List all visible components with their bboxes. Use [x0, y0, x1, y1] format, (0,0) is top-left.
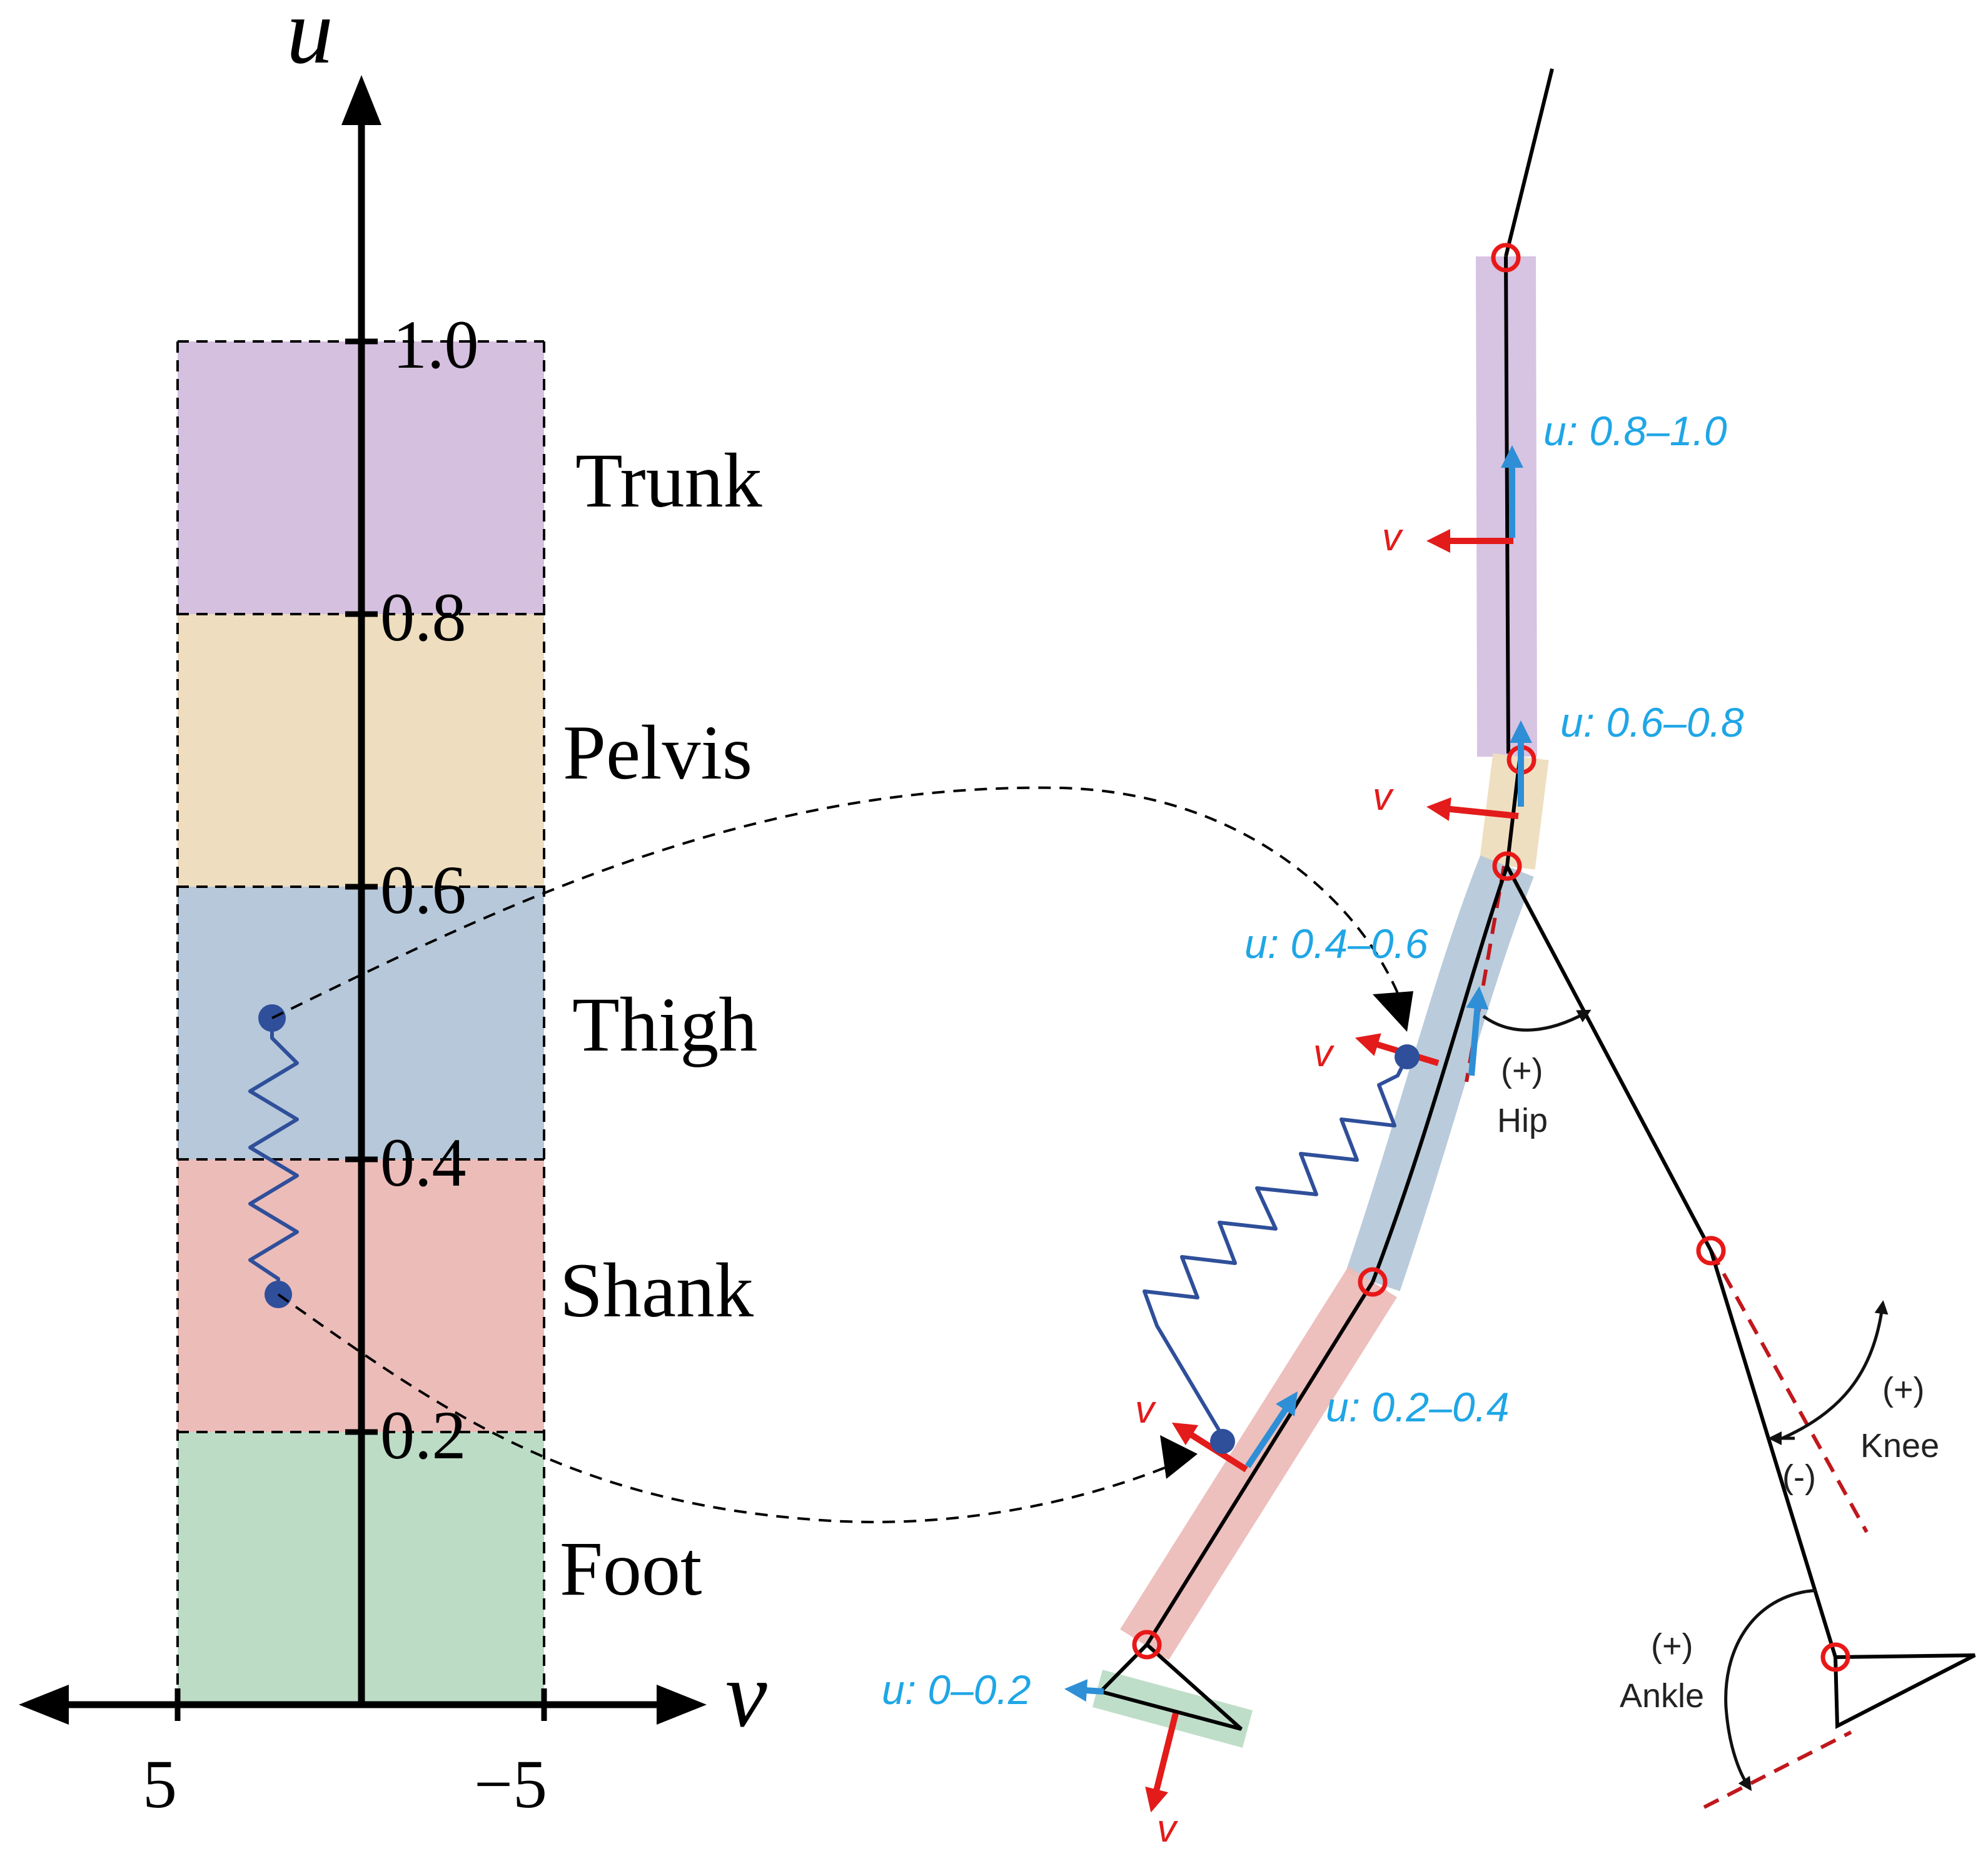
v-tick-left: 5 [143, 1746, 177, 1822]
segment-name-trunk: Trunk [575, 438, 762, 523]
thigh-line-lead [1371, 865, 1509, 1283]
label-shank-u: u: 0.2–0.4 [1326, 1384, 1510, 1430]
knee-angle-arc [1781, 1300, 1889, 1440]
u-tick-0.6: 0.6 [380, 852, 467, 928]
u-tick-0.2: 0.2 [380, 1397, 467, 1473]
v-axis-left-arrowhead [19, 1685, 69, 1725]
u-arrow-foot [1064, 1679, 1104, 1702]
ankle-name: Ankle [1620, 1677, 1704, 1715]
v-arrows [1145, 529, 1519, 1813]
label-v-foot: v [1157, 1807, 1178, 1850]
knee-sign-pos: (+) [1882, 1371, 1925, 1408]
joint-marker-knee-trail [1696, 1236, 1726, 1266]
segment-name-thigh: Thigh [572, 982, 757, 1067]
mapping-arrowhead-thigh [1373, 991, 1413, 1032]
joint-marker-knee-lead [1358, 1267, 1388, 1297]
thigh-line-trail [1505, 865, 1713, 1252]
trunk-line [1504, 256, 1510, 754]
v-axis-label: v [725, 1643, 767, 1747]
v-axis-right-arrowhead [657, 1685, 707, 1725]
u-arrows [1064, 445, 1532, 1702]
body-model: u: 0.8–1.0 u: 0.6–0.8 u: 0.4–0.6 u: 0.2–… [882, 68, 1976, 1850]
foot-trail [1833, 1653, 1976, 1729]
parameter-panel: u v 1.0 0.8 0.6 0.4 0.2 5 −5 Trunk Pelvi… [19, 0, 767, 1822]
reference-lines [1465, 865, 1869, 1809]
u-tick-0.4: 0.4 [380, 1124, 467, 1201]
knee-reference-line [1709, 1249, 1869, 1533]
segment-name-pelvis: Pelvis [563, 710, 752, 795]
v-arrow-pelvis [1426, 797, 1519, 821]
mapping-curves [271, 786, 1402, 1523]
angle-arcs [1482, 1009, 1889, 1792]
label-v-trunk: v [1382, 516, 1403, 559]
highlight-thigh [1345, 855, 1534, 1291]
hip-reference-line [1465, 865, 1506, 1082]
ankle-arc-start [1805, 1588, 1817, 1593]
parameter-spring [248, 1018, 299, 1294]
v-tick-right: −5 [474, 1746, 547, 1822]
label-v-thigh: v [1313, 1032, 1335, 1075]
joint-marker-ankle-trail [1820, 1642, 1850, 1672]
segment-highlights [1092, 256, 1549, 1748]
body-spring-attach-thigh [1395, 1044, 1420, 1069]
label-trunk-u: u: 0.8–1.0 [1543, 408, 1727, 454]
body-spring-attach-shank [1210, 1429, 1235, 1454]
v-arrow-foot [1145, 1712, 1179, 1813]
segment-name-shank: Shank [560, 1248, 754, 1333]
u-tick-0.8: 0.8 [380, 579, 467, 655]
mapping-curve-shank [277, 1293, 1176, 1523]
u-axis-label: u [286, 0, 333, 83]
shank-line-lead [1145, 1281, 1375, 1646]
u-axis-arrowhead [341, 75, 381, 125]
joint-marker-hip [1492, 851, 1522, 881]
mapping-curve-thigh [271, 786, 1402, 1019]
label-v-shank: v [1135, 1388, 1156, 1431]
segment-name-foot: Foot [560, 1526, 702, 1611]
knee-sign-neg: (-) [1782, 1458, 1816, 1496]
hip-angle-arc [1482, 1009, 1592, 1032]
joint-marker-ankle-lead [1132, 1630, 1162, 1660]
label-v-pelvis: v [1373, 775, 1394, 819]
label-thigh-u: u: 0.4–0.6 [1244, 920, 1428, 967]
skeleton [1097, 68, 1976, 1731]
knee-name: Knee [1860, 1427, 1939, 1465]
joint-marker-neck [1491, 243, 1521, 273]
ankle-sign: (+) [1651, 1627, 1693, 1665]
hip-sign: (+) [1501, 1052, 1543, 1089]
label-foot-u: u: 0–0.2 [882, 1667, 1031, 1713]
band-borders [176, 340, 545, 1705]
u-tick-1.0: 1.0 [393, 306, 479, 383]
label-pelvis-u: u: 0.6–0.8 [1560, 699, 1744, 745]
u-arrow-shank [1244, 1391, 1298, 1468]
ankle-reference-line [1703, 1730, 1852, 1809]
body-spring [1143, 1056, 1409, 1443]
hip-name: Hip [1497, 1102, 1548, 1139]
mapping-arrowhead-shank [1160, 1435, 1198, 1479]
head-line [1504, 68, 1554, 257]
u-arrow-thigh [1466, 986, 1489, 1076]
shank-line-trail [1709, 1250, 1837, 1658]
ankle-angle-arc [1724, 1590, 1807, 1792]
u-tick-marks [174, 338, 547, 1721]
foot-lead [1097, 1642, 1243, 1731]
